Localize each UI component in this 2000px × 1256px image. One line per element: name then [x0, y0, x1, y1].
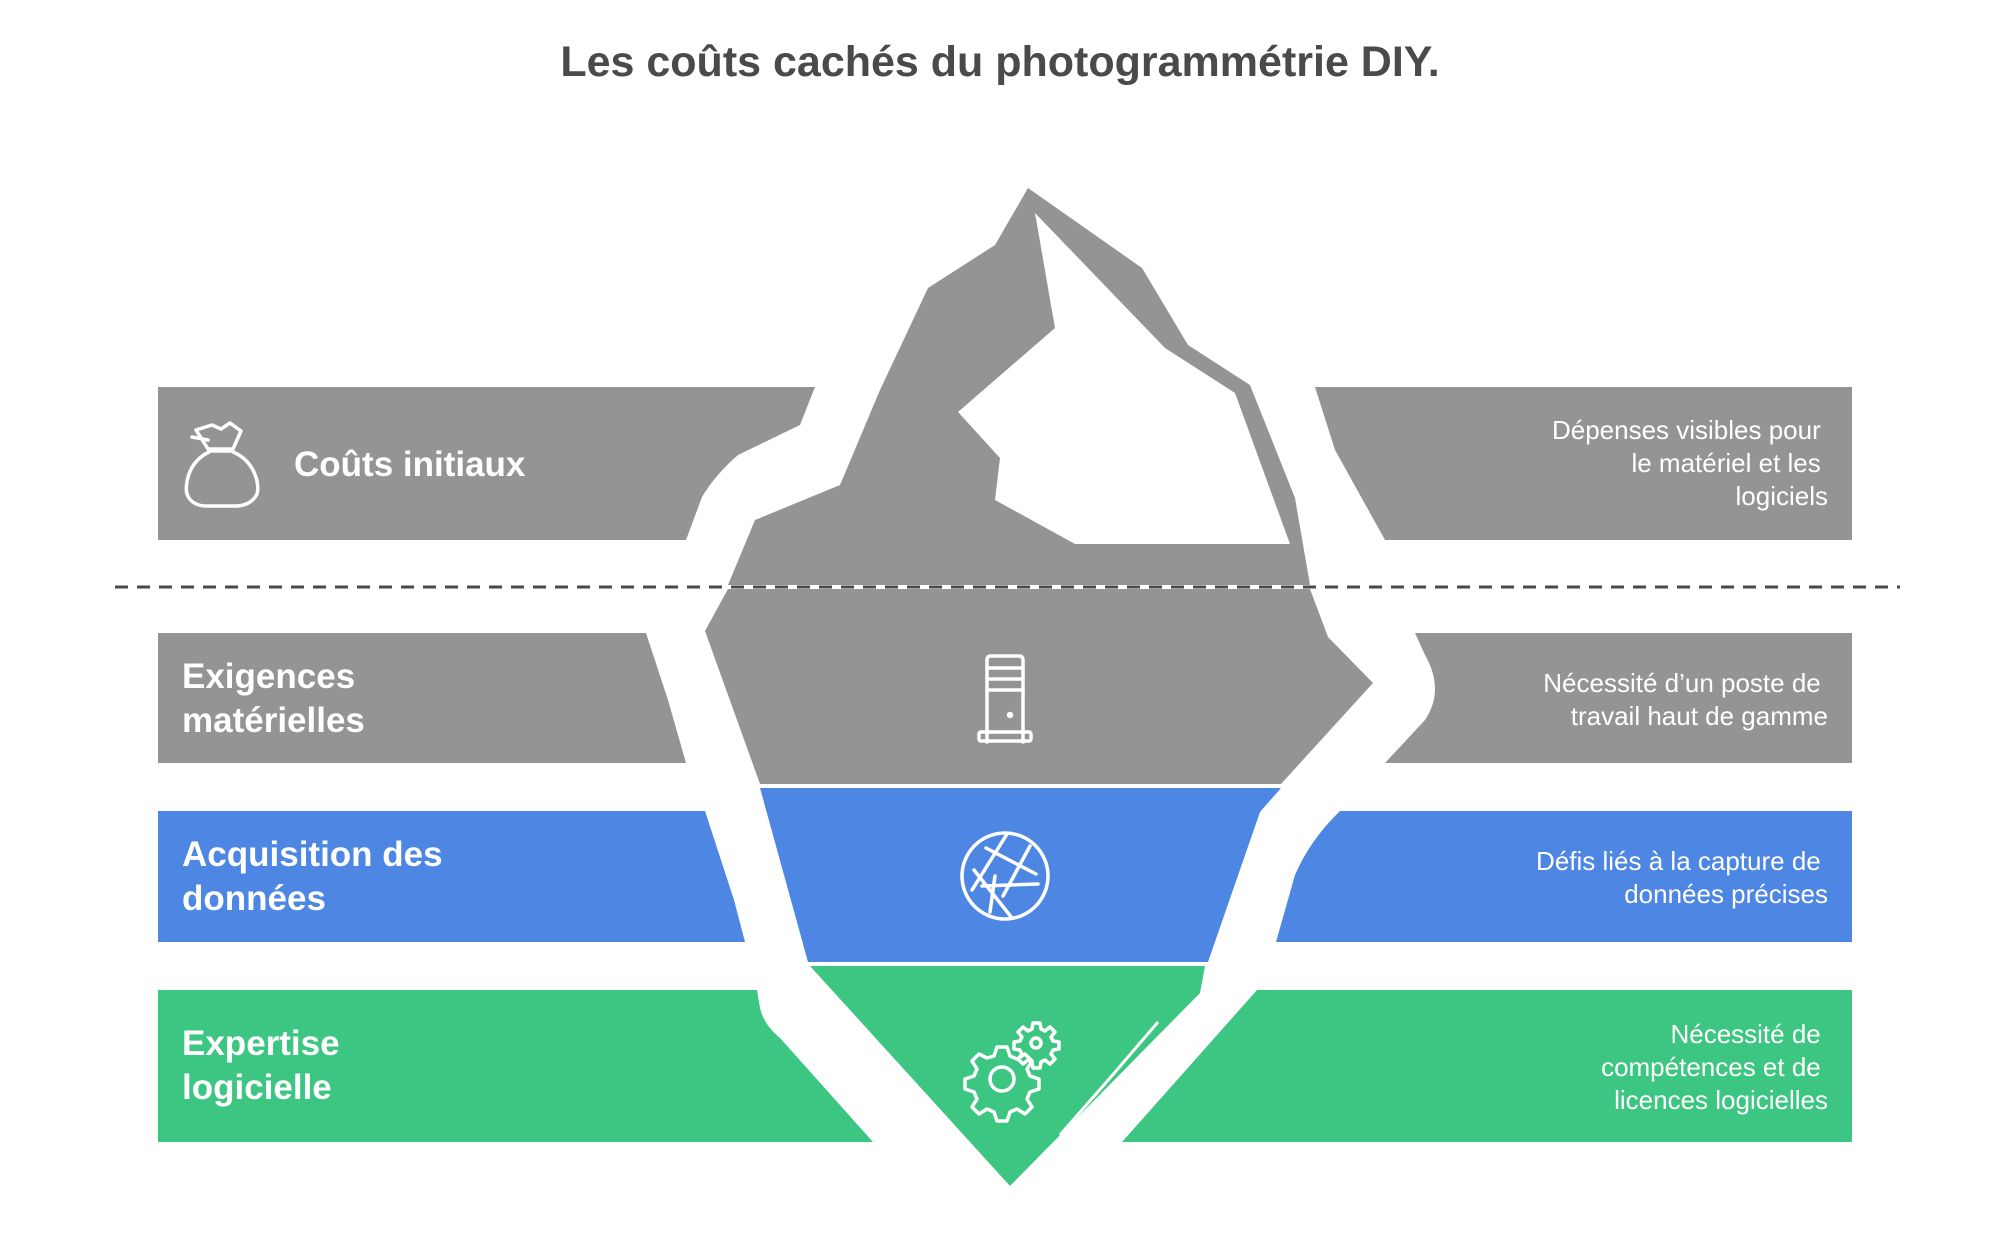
- camera-aperture-icon: [960, 831, 1050, 921]
- desc-exigences-materielles-line-2: travail haut de gamme: [1571, 701, 1828, 731]
- desc-expertise-logicielle: Nécessité de compétences et de licences …: [1601, 1019, 1828, 1115]
- band-right-acquisition-donnees: [1276, 811, 1852, 942]
- label-expertise-logicielle: Expertise logicielle: [182, 1024, 349, 1107]
- label-exigences-materielles-line-2: matérielles: [182, 701, 365, 740]
- label-acquisition-donnees-line-1: Acquisition des: [182, 835, 443, 874]
- desc-expertise-logicielle-line-3: licences logicielles: [1614, 1085, 1828, 1115]
- desc-acquisition-donnees-line-2: données précises: [1624, 879, 1828, 909]
- gears-icon: [963, 1021, 1061, 1123]
- desc-couts-initiaux-line-3: logiciels: [1736, 481, 1829, 511]
- band-left-expertise-logicielle: [158, 990, 873, 1142]
- band-right-couts-initiaux: [1315, 387, 1852, 540]
- label-acquisition-donnees: Acquisition des données: [182, 835, 452, 918]
- label-couts-initiaux: Coûts initiaux: [294, 445, 526, 484]
- iceberg-crack-line: [1058, 1021, 1160, 1136]
- iceberg-data-section: [760, 788, 1281, 962]
- desc-exigences-materielles-line-1: Nécessité d’un poste de: [1543, 668, 1821, 698]
- iceberg-software-section: [810, 966, 1205, 1186]
- iceberg-snow-cap: [958, 213, 1290, 544]
- desc-acquisition-donnees-line-1: Défis liés à la capture de: [1536, 846, 1821, 876]
- desc-couts-initiaux-line-1: Dépenses visibles pour: [1552, 415, 1821, 445]
- iceberg-hardware-section: [705, 589, 1373, 784]
- desc-exigences-materielles: Nécessité d’un poste de travail haut de …: [1543, 668, 1828, 731]
- label-expertise-logicielle-line-1: Expertise: [182, 1024, 340, 1063]
- band-left-acquisition-donnees: [158, 811, 745, 942]
- desc-couts-initiaux-line-2: le matériel et les: [1631, 448, 1820, 478]
- desc-expertise-logicielle-line-1: Nécessité de: [1670, 1019, 1820, 1049]
- computer-tower-icon: [977, 654, 1033, 744]
- band-right-expertise-logicielle: [1122, 990, 1852, 1142]
- band-right-exigences-materielles: [1385, 633, 1852, 763]
- desc-couts-initiaux: Dépenses visibles pour le matériel et le…: [1552, 415, 1828, 511]
- band-left-couts-initiaux: [158, 387, 815, 540]
- diagram-title: Les coûts cachés du photogrammétrie DIY.: [560, 38, 1439, 86]
- band-left-exigences-materielles: [158, 633, 686, 763]
- label-exigences-materielles: Exigences matérielles: [182, 657, 365, 740]
- label-exigences-materielles-line-1: Exigences: [182, 657, 355, 696]
- label-couts-initiaux-line: Coûts initiaux: [294, 445, 526, 484]
- label-acquisition-donnees-line-2: données: [182, 879, 326, 918]
- desc-acquisition-donnees: Défis liés à la capture de données préci…: [1536, 846, 1828, 909]
- money-bag-icon: [184, 421, 260, 508]
- desc-expertise-logicielle-line-2: compétences et de: [1601, 1052, 1821, 1082]
- label-expertise-logicielle-line-2: logicielle: [182, 1068, 332, 1107]
